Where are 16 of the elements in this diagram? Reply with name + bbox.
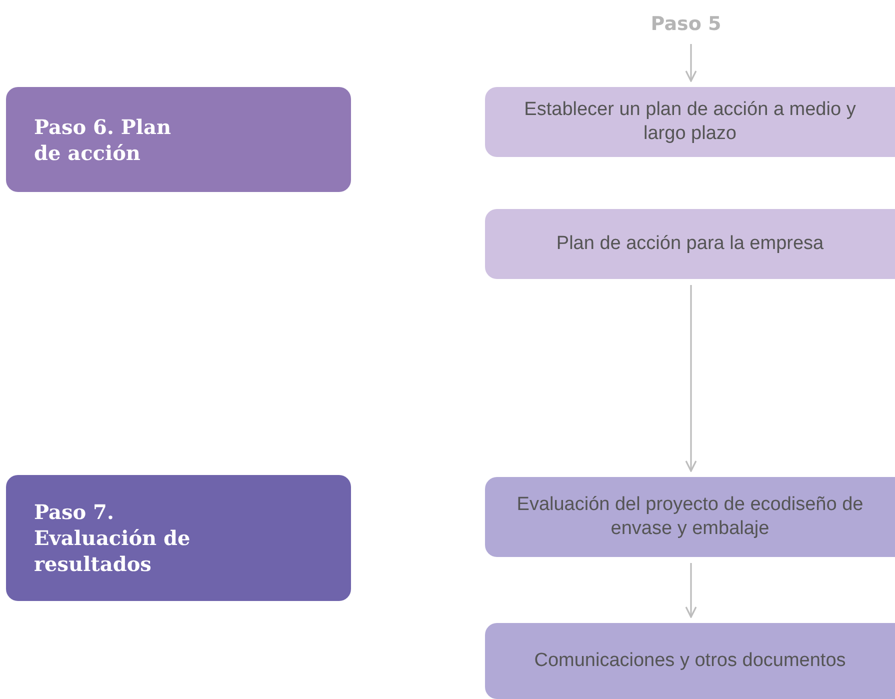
process-box — [485, 87, 895, 157]
node-text: Establecer un plan de acción a medio y largo plazo — [523, 98, 857, 146]
node-text: Paso 7. Evaluación de resultados — [34, 499, 191, 577]
process-box — [485, 209, 895, 279]
node-text: Paso 6. Plan de acción — [34, 114, 172, 166]
arrow — [685, 285, 697, 472]
step-box — [6, 87, 351, 192]
process-box — [485, 623, 895, 699]
step-box — [6, 475, 351, 601]
arrow — [685, 563, 697, 618]
node-text: Plan de acción para la empresa — [556, 232, 824, 256]
arrow — [685, 44, 697, 82]
node-text: Paso 5 — [650, 12, 722, 37]
node-text: Evaluación del proyecto de ecodiseño de envase y embalaje — [516, 493, 864, 541]
node-text: Comunicaciones y otros documentos — [534, 649, 846, 673]
process-box — [485, 477, 895, 557]
